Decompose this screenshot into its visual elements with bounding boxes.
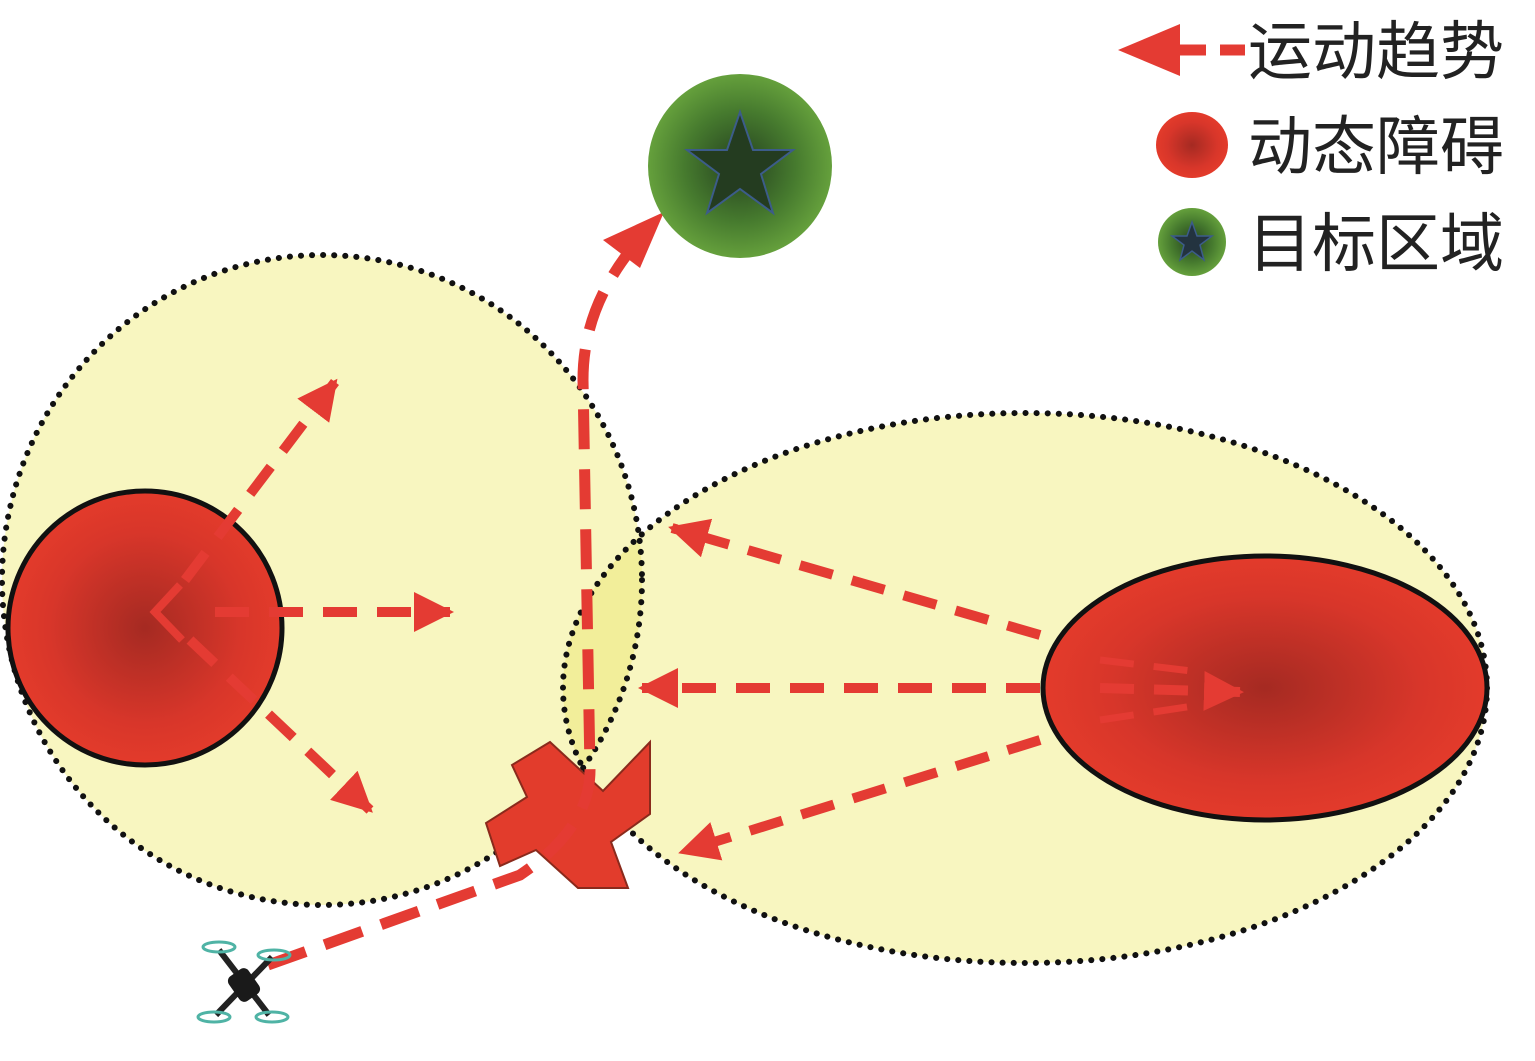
left-trend-arrow-up [181,378,339,584]
legend-item-target: 目标区域 [1158,208,1504,282]
uav-path-arrowhead [603,212,664,268]
left-obstacle-center-chevron [149,582,185,643]
left-dynamic-obstacle [5,488,285,768]
left-obstacle-trend-arrows [149,378,454,814]
dashed-arrow-icon [1118,24,1245,76]
right-dynamic-obstacle [1040,553,1490,823]
right-trend-arrow-lower [678,735,1042,861]
legend-item-obstacle: 动态障碍 [1156,111,1504,185]
left-trend-arrow-down [186,636,374,814]
uav-planned-path [266,221,656,971]
target-area [648,74,832,258]
legend-label-trend: 运动趋势 [1248,16,1504,90]
legend-label-target: 目标区域 [1248,208,1504,282]
legend-item-trend: 运动趋势 [1118,16,1504,90]
left-threat-zone-border [0,252,645,908]
legend: 运动趋势 动态障碍 目标区域 [1118,16,1504,282]
obstacles [5,488,1490,823]
collision-cross-marker [484,739,651,889]
legend-label-obstacle: 动态障碍 [1248,111,1504,185]
right-obstacle-inner-dash-a [1099,656,1201,676]
red-disc-icon [1156,112,1228,178]
right-obstacle-inner-arrow [1099,670,1244,711]
right-obstacle-inner-dash-b [1099,701,1201,724]
target-star-icon [684,108,796,216]
green-star-disc-icon [1158,208,1226,276]
right-trend-arrow-upper [668,518,1042,640]
uav-drone-icon [196,940,292,1024]
right-obstacle-trend-arrows [638,518,1244,861]
